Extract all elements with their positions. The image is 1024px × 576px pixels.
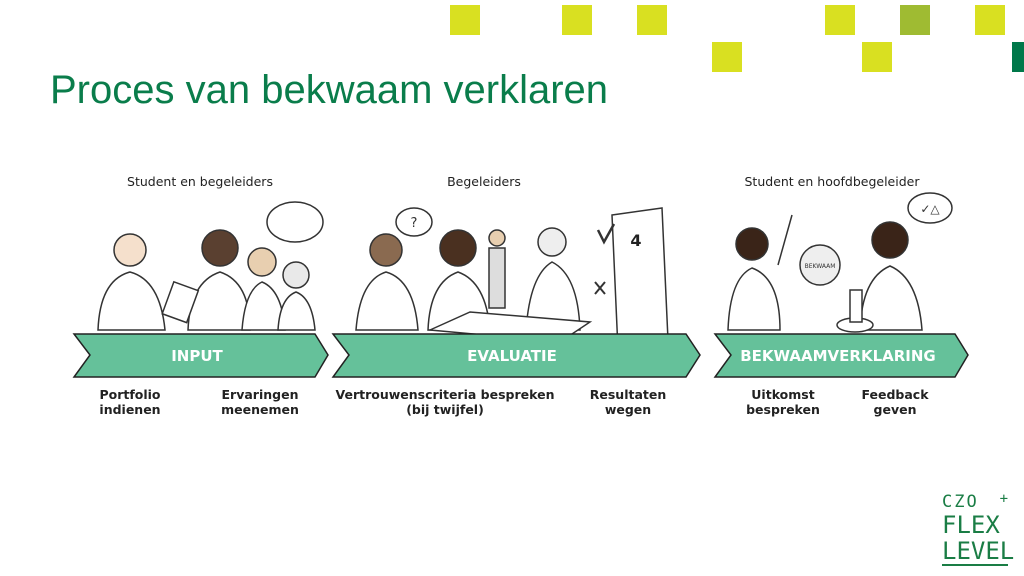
deco-square <box>862 42 892 72</box>
people-sketch-evaluatie <box>355 207 669 351</box>
slide-title: Proces van bekwaam verklaren <box>50 68 609 112</box>
scale-value: 4 <box>630 231 641 250</box>
deco-square <box>975 5 1005 35</box>
deco-square <box>712 42 742 72</box>
logo-underline <box>942 564 1008 566</box>
group-label: Student en hoofdbegeleider <box>744 174 920 189</box>
step-label: Resultaten wegen <box>589 387 667 417</box>
step-label: Ervaringen meenemen <box>221 387 299 417</box>
step-label: Portfolio indienen <box>99 387 161 417</box>
people-sketch-bekwaam <box>727 192 953 333</box>
group-label: Begeleiders <box>447 174 521 189</box>
banner-label-input: INPUT <box>171 347 223 365</box>
logo-line-flex: FLEX <box>942 511 1000 539</box>
step-label: Uitkomst bespreken <box>746 387 820 417</box>
logo-line-czo: CZO <box>942 492 979 512</box>
deco-square <box>1012 42 1024 72</box>
banner-bekwaamverklaring <box>713 333 969 378</box>
czo-flex-level-logo: CZO + FLEX LEVEL <box>942 492 1014 566</box>
people-sketch-input <box>97 201 324 331</box>
banner-label-evaluatie: EVALUATIE <box>467 347 557 365</box>
deco-square <box>450 5 480 35</box>
banner-label-bekwaamverklaring: BEKWAAMVERKLARING <box>740 347 936 365</box>
deco-square <box>900 5 930 35</box>
logo-line-level: LEVEL <box>942 537 1015 565</box>
step-label: Feedback geven <box>861 387 929 417</box>
logo-plus-icon: + <box>999 491 1008 507</box>
step-label: Vertrouwenscriteria bespreken (bij twijf… <box>335 387 555 417</box>
question-bubble-text: ? <box>411 216 418 231</box>
deco-square <box>825 5 855 35</box>
banner-evaluatie <box>331 333 701 378</box>
banner-input <box>72 333 329 378</box>
group-label: Student en begeleiders <box>127 174 273 189</box>
deco-square <box>637 5 667 35</box>
deco-square <box>562 5 592 35</box>
stamp-text: BEKWAAM <box>805 263 836 270</box>
feedback-bubble-text: ✓△ <box>920 202 940 216</box>
